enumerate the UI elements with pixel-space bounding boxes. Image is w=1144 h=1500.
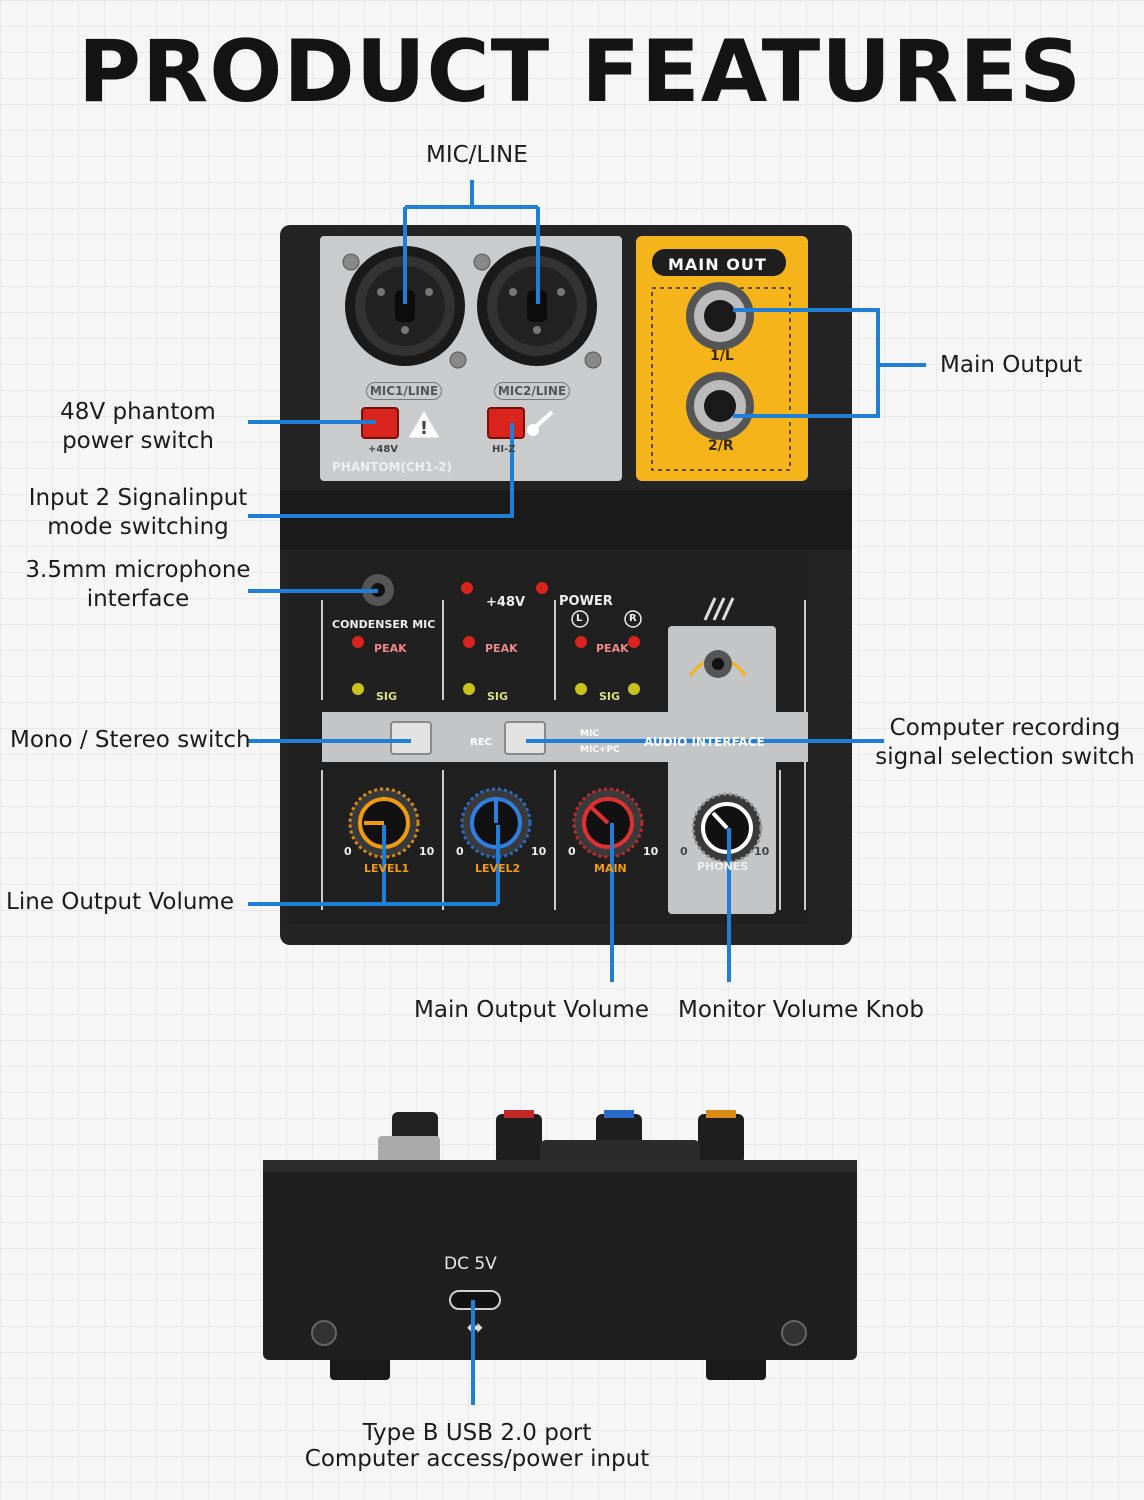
level2-knob <box>460 787 532 859</box>
phones-label: PHONES <box>697 860 749 873</box>
output-jack-2 <box>686 372 754 440</box>
phantom-label: PHANTOM(CH1-2) <box>332 460 452 474</box>
mono-stereo-switch <box>390 721 432 755</box>
callout-line-vol: Line Output Volume <box>6 889 234 915</box>
callout-mic-line: MIC/LINE <box>426 142 528 168</box>
plus48-small-label: +48V <box>368 444 399 455</box>
line-line-vol <box>248 825 500 906</box>
main-knob <box>572 787 644 859</box>
warning-icon <box>407 408 441 439</box>
hiz-switch <box>487 407 525 439</box>
screw-right <box>781 1320 807 1346</box>
callout-main-output: Main Output <box>940 352 1083 378</box>
output-jack-1 <box>686 282 754 350</box>
zero-label-4: 0 <box>680 845 688 858</box>
condenser-label: CONDENSER MIC <box>332 618 436 631</box>
left-label: L <box>576 613 583 624</box>
ten-label-2: 10 <box>531 845 547 858</box>
screw-left <box>311 1320 337 1346</box>
rec-label: REC <box>470 737 492 748</box>
mic1-label: MIC1/LINE <box>366 382 442 400</box>
sig-label-1: SIG <box>376 690 398 703</box>
level1-knob <box>348 787 420 859</box>
mixer-step <box>280 490 852 550</box>
micpc-option-label: MIC+PC <box>580 745 620 755</box>
main-out-label: MAIN OUT <box>668 255 767 274</box>
callout-mono-stereo: Mono / Stereo switch <box>10 727 251 753</box>
zero-label-1: 0 <box>344 845 352 858</box>
page-title: PRODUCT FEATURES <box>77 22 1083 122</box>
line-input2 <box>248 423 514 518</box>
ten-label-1: 10 <box>419 845 435 858</box>
level1-label: LEVEL1 <box>364 862 410 875</box>
power-label: POWER <box>559 594 613 609</box>
top-knobs-peek <box>378 1110 744 1170</box>
combo-jack-2 <box>477 246 597 366</box>
peak-label-3: PEAK <box>596 642 629 655</box>
back-body <box>263 1160 857 1360</box>
led-cluster <box>352 582 642 695</box>
plus48-label: +48V <box>486 595 526 610</box>
rec-select-switch <box>504 721 546 755</box>
line-main-output <box>733 308 926 418</box>
zero-label-2: 0 <box>456 845 464 858</box>
out1-label: 1/L <box>710 348 734 364</box>
peak-label-1: PEAK <box>374 642 407 655</box>
output-face <box>636 236 808 481</box>
mic-option-label: MIC <box>580 729 599 739</box>
callout-monitor-vol: Monitor Volume Knob <box>678 997 924 1023</box>
level2-label: LEVEL2 <box>475 862 521 875</box>
main-label: MAIN <box>594 862 627 875</box>
sig-label-2: SIG <box>487 690 509 703</box>
hiz-label: HI-Z <box>492 444 516 455</box>
brand-logo <box>703 597 735 621</box>
ten-label-3: 10 <box>643 845 659 858</box>
ten-label-4: 10 <box>754 845 770 858</box>
zero-label-3: 0 <box>568 845 576 858</box>
audio-interface-label: AUDIO INTERFACE <box>644 735 765 749</box>
out2-label: 2/R <box>708 438 734 454</box>
combo-jack-1 <box>345 246 465 366</box>
right-label: R <box>629 613 637 624</box>
main-out-badge <box>652 249 786 276</box>
mic2-label: MIC2/LINE <box>494 382 570 400</box>
svg-text:!: ! <box>420 418 428 439</box>
callout-main-vol: Main Output Volume <box>414 997 649 1023</box>
sig-label-3: SIG <box>599 690 621 703</box>
dc5v-label: DC 5V <box>444 1254 497 1274</box>
line-mic-line <box>403 180 540 304</box>
peak-label-2: PEAK <box>485 642 518 655</box>
